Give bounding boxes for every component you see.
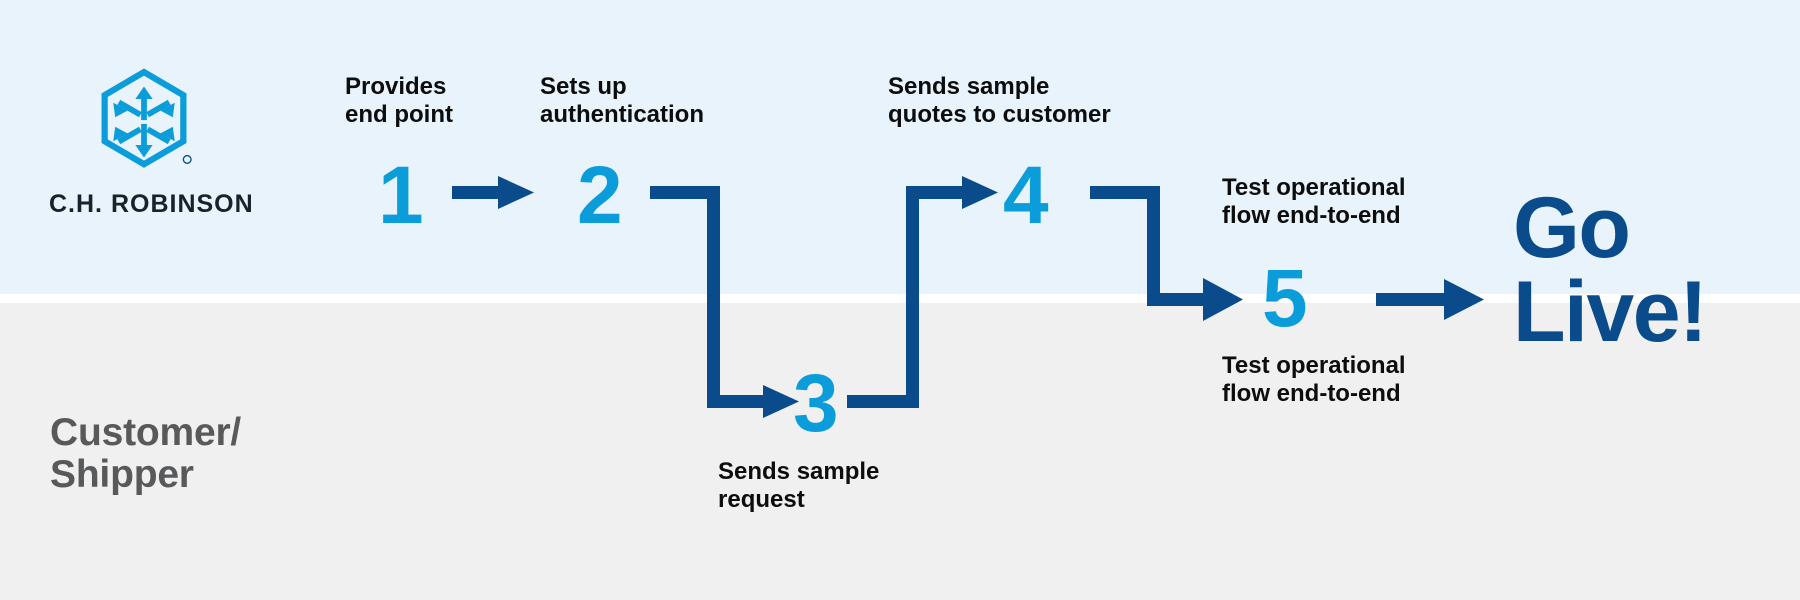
connector-5-to-golive [1376,279,1484,320]
step-1-caption: Provides end point [345,73,453,128]
lane-divider [0,294,1800,303]
step-3-caption: Sends sample request [718,458,880,513]
step-5-number: 5 [1262,253,1308,344]
connector-4-to-5 [1090,186,1243,321]
customer-lane-band [0,303,1800,600]
connector-1-to-2 [452,176,534,209]
step-3-number: 3 [793,358,839,449]
step-4-caption: Sends sample quotes to customer [888,73,1111,128]
brand-logo: C.H. ROBINSON [49,68,254,219]
step-2-caption: Sets up authentication [540,73,705,128]
hexagon-arrows-icon [101,68,192,168]
connector-2-to-3 [650,186,799,418]
provider-lane-band [0,0,1800,294]
step-1-number: 1 [378,150,424,241]
lane-label-customer: Customer/ Shipper [50,411,242,497]
step-5-caption-below: Test operational flow end-to-end [1222,352,1406,407]
step-5-caption-above: Test operational flow end-to-end [1222,174,1406,229]
step-2-number: 2 [577,150,623,241]
brand-name: C.H. ROBINSON [49,190,254,218]
step-4-number: 4 [1003,150,1049,241]
connector-3-to-4 [847,176,998,408]
go-live-label: Go Live! [1513,180,1708,361]
